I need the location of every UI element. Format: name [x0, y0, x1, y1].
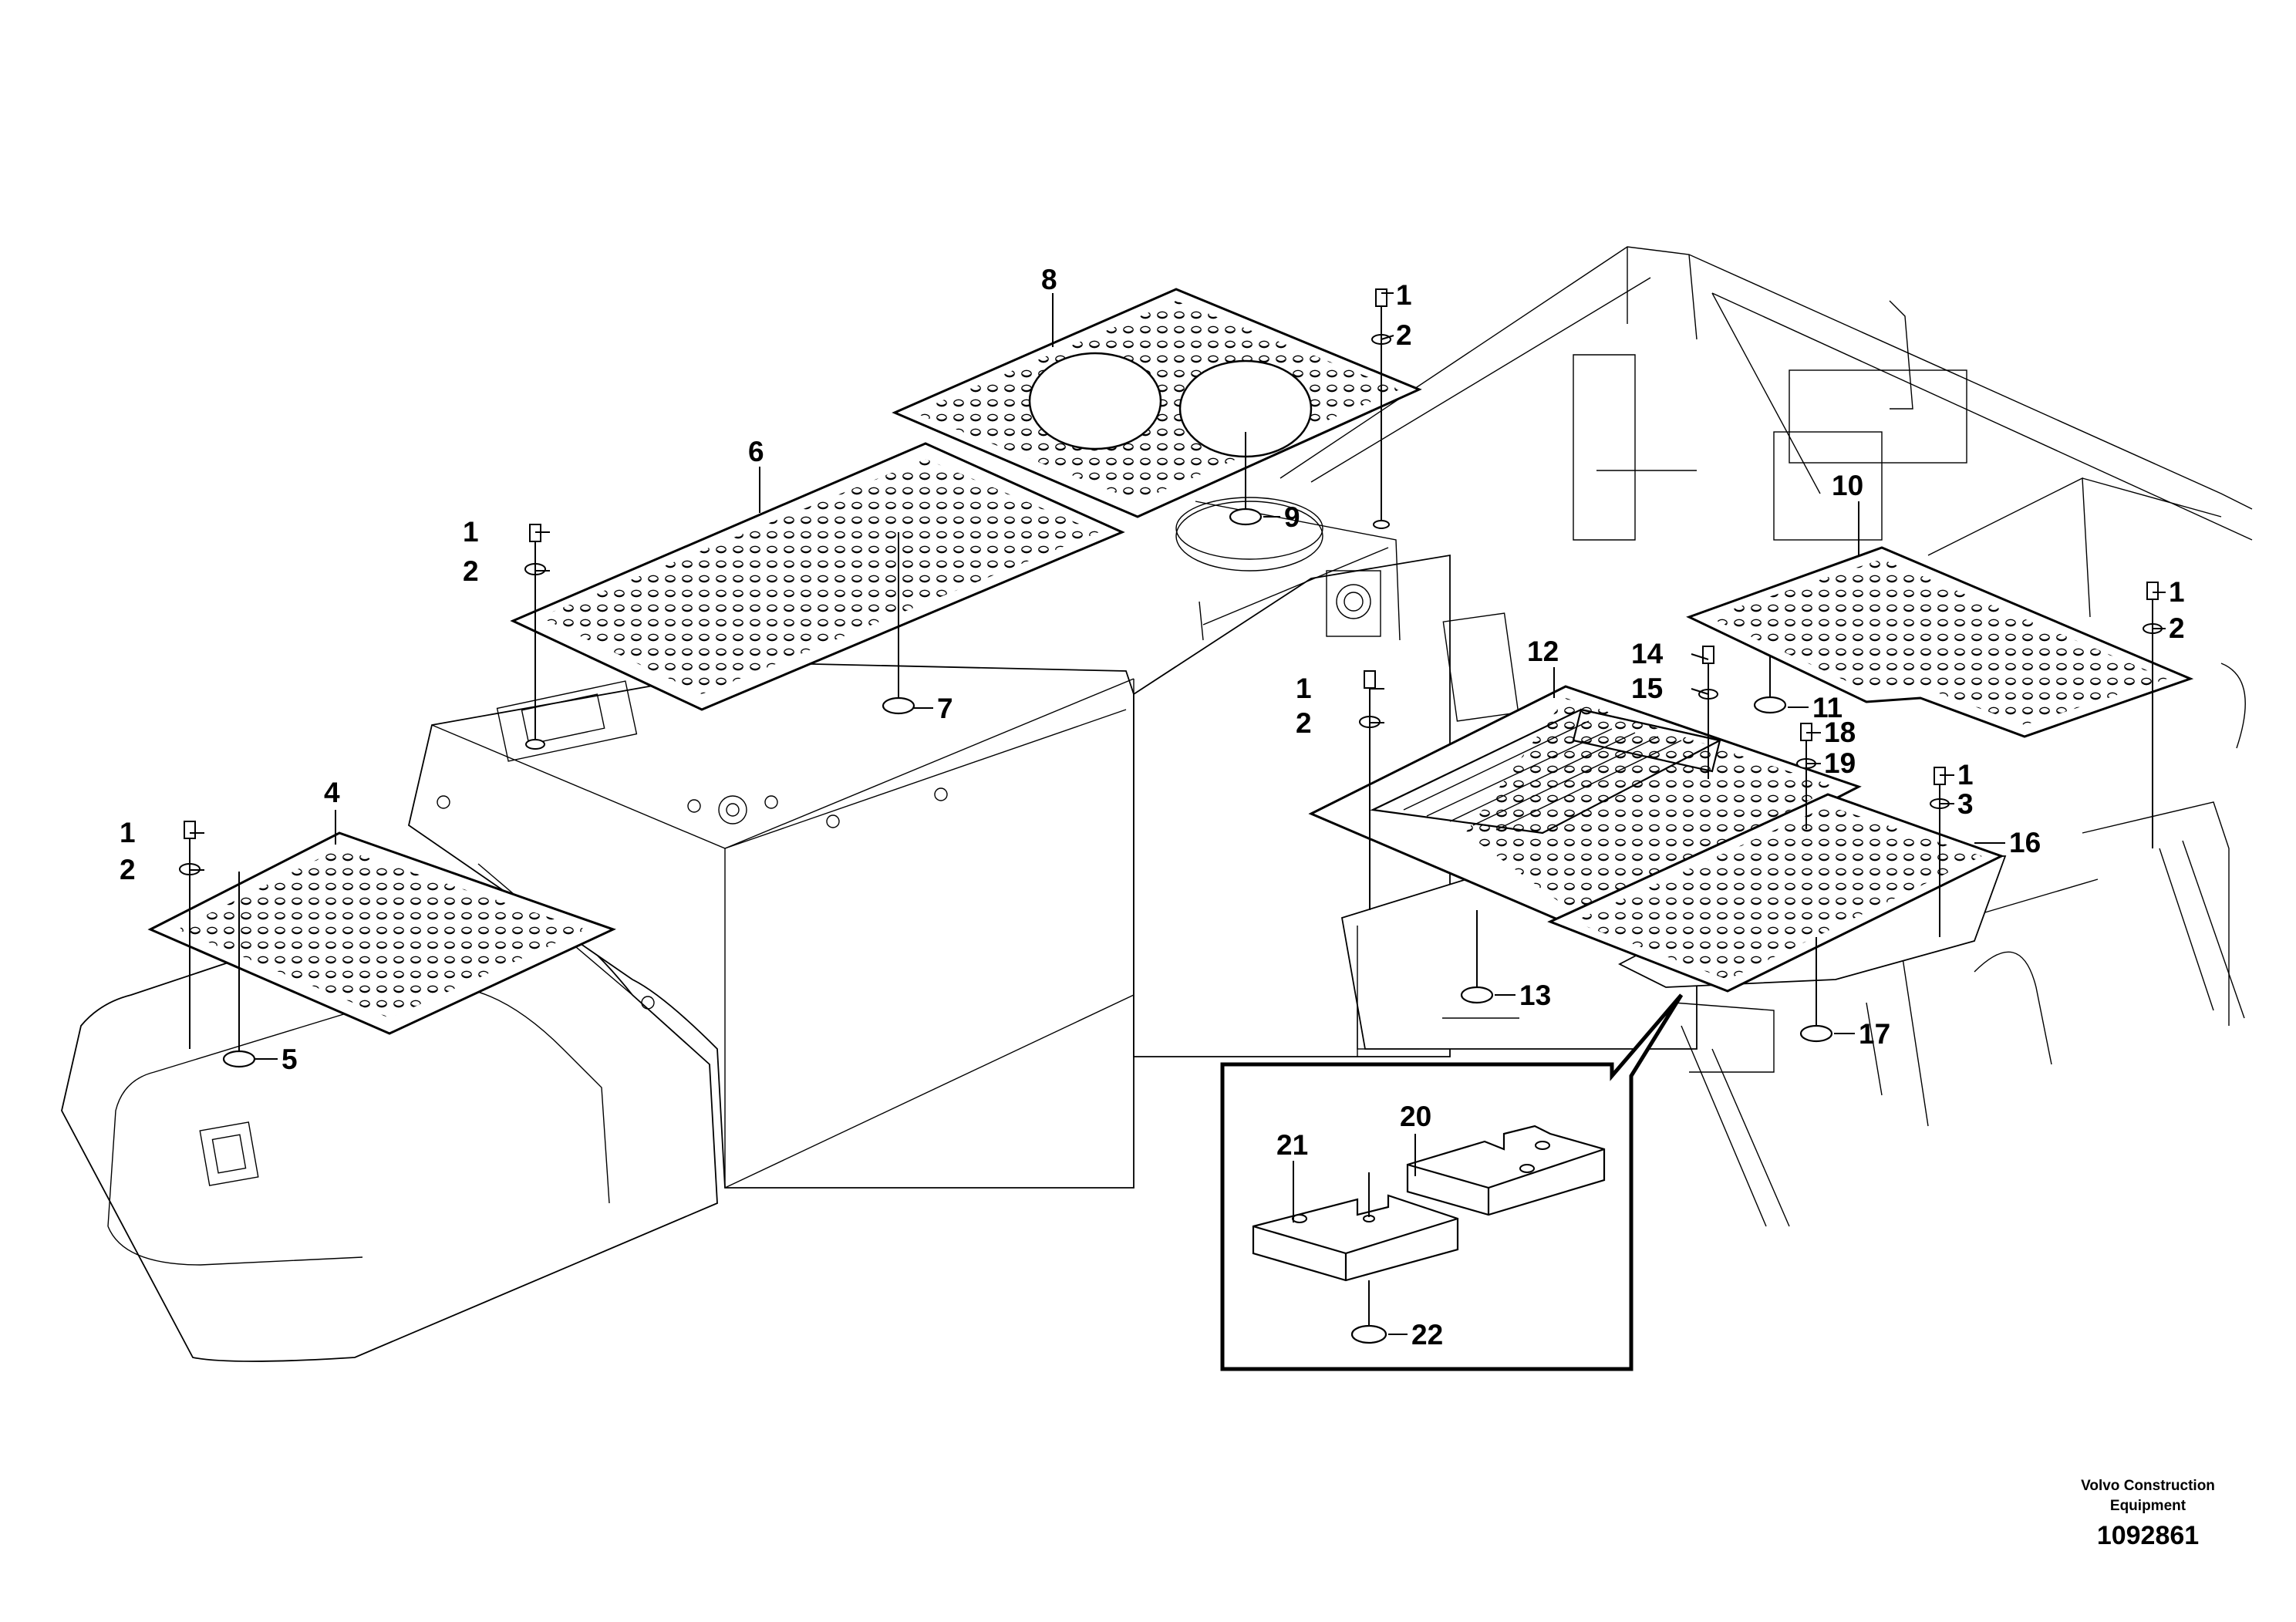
callout-4: 4	[324, 777, 340, 808]
footer: Volvo Construction Equipment 1092861	[2081, 1478, 2215, 1550]
fasteners	[179, 288, 2166, 1068]
callout-2: 2	[120, 854, 136, 885]
plate-12	[1308, 685, 1862, 931]
callout-17: 17	[1859, 1018, 1890, 1050]
callout-1: 1	[463, 516, 479, 548]
callout-1: 1	[1296, 673, 1312, 704]
callout-5: 5	[282, 1044, 298, 1075]
vendor-name-line1: Volvo Construction	[2081, 1478, 2215, 1494]
callout-13: 13	[1519, 980, 1551, 1011]
callout-11: 11	[1812, 692, 1843, 723]
bolt-plate8-right	[1371, 288, 1391, 529]
callout-18: 18	[1824, 717, 1856, 748]
callout-15: 15	[1631, 673, 1663, 704]
callout-21: 21	[1276, 1129, 1308, 1161]
callout-3: 3	[1957, 788, 1974, 820]
callout-22: 22	[1411, 1319, 1443, 1351]
plate-6	[510, 442, 1125, 711]
callout-labels: 8 1 2 6 9 1 2 7 10 1 2 12 14 15 11 1 2 1…	[120, 264, 2185, 1351]
detail-inset	[1220, 993, 1684, 1371]
plate-4	[147, 831, 616, 1035]
callout-9: 9	[1284, 501, 1300, 533]
callout-16: 16	[2009, 827, 2041, 858]
callout-19: 19	[1824, 747, 1856, 779]
vendor-name-line2: Equipment	[2110, 1498, 2186, 1514]
callout-8: 8	[1041, 264, 1057, 295]
callout-1: 1	[2169, 576, 2185, 608]
callout-1: 1	[120, 817, 136, 848]
bolt-plate10-right	[2143, 582, 2163, 848]
callout-2: 2	[463, 555, 479, 587]
callout-10: 10	[1832, 470, 1863, 501]
callout-1: 1	[1957, 759, 1974, 791]
callout-2: 2	[2169, 612, 2185, 644]
callout-6: 6	[748, 436, 764, 467]
callout-20: 20	[1400, 1101, 1431, 1132]
callout-12: 12	[1527, 636, 1559, 667]
callout-7: 7	[937, 693, 953, 724]
callout-2: 2	[1296, 707, 1312, 739]
diagram-number: 1092861	[2097, 1521, 2199, 1550]
plate-10	[1686, 546, 2194, 738]
callout-2: 2	[1396, 319, 1412, 351]
callout-14: 14	[1631, 638, 1664, 669]
callout-1: 1	[1396, 279, 1412, 311]
plate-16	[1547, 793, 2007, 993]
plate-8	[892, 288, 1422, 518]
